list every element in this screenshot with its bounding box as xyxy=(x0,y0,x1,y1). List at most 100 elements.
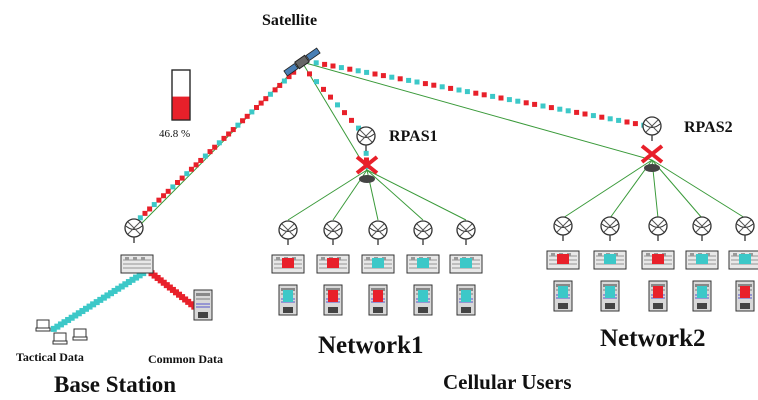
packet xyxy=(72,312,79,319)
antenna-icon xyxy=(323,220,343,246)
packet xyxy=(244,113,250,119)
packet xyxy=(277,82,283,88)
packet xyxy=(111,287,118,294)
cellular-user-node xyxy=(546,216,580,312)
link-line xyxy=(562,159,653,219)
packet xyxy=(198,157,204,163)
packet xyxy=(397,76,403,82)
packet xyxy=(179,294,186,301)
packet xyxy=(473,90,479,96)
packet xyxy=(169,286,176,293)
cellular-user-node xyxy=(593,216,627,312)
packet xyxy=(182,296,189,303)
packet xyxy=(172,289,179,296)
cellular-user-node xyxy=(685,216,719,312)
packet xyxy=(160,279,167,286)
packet xyxy=(364,157,369,163)
antenna-icon xyxy=(413,220,433,246)
packet xyxy=(330,63,336,69)
packet xyxy=(235,122,241,128)
packet xyxy=(448,85,454,91)
packet xyxy=(240,118,246,124)
packet xyxy=(122,281,129,288)
utilization-fill xyxy=(172,96,190,120)
packet xyxy=(697,286,707,298)
packet xyxy=(532,101,538,107)
network2-users xyxy=(546,216,758,312)
cellular-users-label: Cellular Users xyxy=(443,370,572,394)
packet xyxy=(129,276,136,283)
packet xyxy=(506,97,512,103)
packet xyxy=(558,286,568,298)
rpas-icon xyxy=(355,155,379,183)
antenna-icon xyxy=(278,220,298,246)
network1-users xyxy=(271,220,483,316)
packet xyxy=(258,100,264,106)
packet xyxy=(372,258,384,268)
packet xyxy=(338,65,344,71)
packet xyxy=(193,162,199,168)
cellular-user-node xyxy=(361,220,395,316)
packet xyxy=(523,100,529,106)
packet xyxy=(349,117,354,123)
packet xyxy=(696,254,708,264)
packet xyxy=(624,119,630,125)
packet xyxy=(166,284,173,291)
packet xyxy=(328,94,333,100)
packet xyxy=(406,77,412,83)
antenna-icon xyxy=(648,216,668,242)
packet xyxy=(599,114,605,120)
packet xyxy=(356,125,361,131)
packet xyxy=(456,87,462,93)
link-line xyxy=(651,159,746,219)
router-icon xyxy=(120,254,154,274)
packet xyxy=(115,285,122,292)
packet xyxy=(328,290,338,302)
rpas1-label: RPAS1 xyxy=(389,128,438,145)
cellular-user-node xyxy=(316,220,350,316)
tactical-data-label: Tactical Data xyxy=(16,350,84,364)
packet xyxy=(307,71,312,77)
packet xyxy=(188,301,195,308)
packet xyxy=(632,121,638,127)
rpas1-node xyxy=(355,126,379,183)
packet xyxy=(314,79,319,85)
rpas-icon xyxy=(640,144,664,172)
packet xyxy=(202,153,208,159)
packet xyxy=(86,303,93,310)
packet xyxy=(498,95,504,101)
packet xyxy=(652,254,664,264)
packet xyxy=(133,274,140,281)
cellular-user-node xyxy=(449,220,483,316)
packet xyxy=(431,82,437,88)
rpas2-node xyxy=(640,116,664,172)
packet xyxy=(176,291,183,298)
packet xyxy=(179,175,185,181)
packet xyxy=(490,93,496,99)
packet xyxy=(557,254,569,264)
packet xyxy=(286,74,292,80)
cellular-user-node xyxy=(406,220,440,316)
packet xyxy=(97,296,104,303)
satellite-icon xyxy=(283,47,321,77)
packet xyxy=(373,290,383,302)
network2-label: Network2 xyxy=(600,325,706,352)
packet xyxy=(653,286,663,298)
packet xyxy=(605,286,615,298)
packet xyxy=(82,305,89,312)
packet xyxy=(188,166,194,172)
cellular-user-node xyxy=(641,216,675,312)
packet xyxy=(321,86,326,92)
packet xyxy=(79,308,86,315)
terminal-icon xyxy=(52,332,68,345)
packet xyxy=(557,106,563,112)
utilization-percent: 46.8 % xyxy=(159,128,191,140)
packet xyxy=(272,87,278,93)
packet xyxy=(226,131,232,137)
packet xyxy=(464,89,470,95)
packet xyxy=(417,258,429,268)
packet xyxy=(230,127,236,133)
packet xyxy=(161,193,167,199)
packet xyxy=(364,69,370,75)
